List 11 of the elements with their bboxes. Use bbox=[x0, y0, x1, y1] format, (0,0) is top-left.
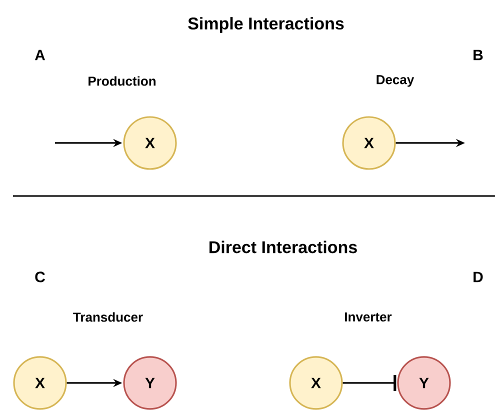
panel-title: Decay bbox=[376, 75, 414, 87]
section-heading: Simple Interactions bbox=[188, 17, 344, 33]
panel-letter: A bbox=[34, 50, 46, 60]
panel-title: Inverter bbox=[345, 312, 392, 322]
panel-title: Production bbox=[88, 76, 156, 86]
panel-letter: C bbox=[35, 272, 45, 282]
panel-title: Transducer bbox=[73, 312, 143, 322]
panel-letter: B bbox=[474, 50, 483, 60]
section-heading: Direct Interactions bbox=[210, 240, 357, 254]
arrow bbox=[342, 374, 396, 391]
panel-letter: D bbox=[474, 272, 483, 282]
